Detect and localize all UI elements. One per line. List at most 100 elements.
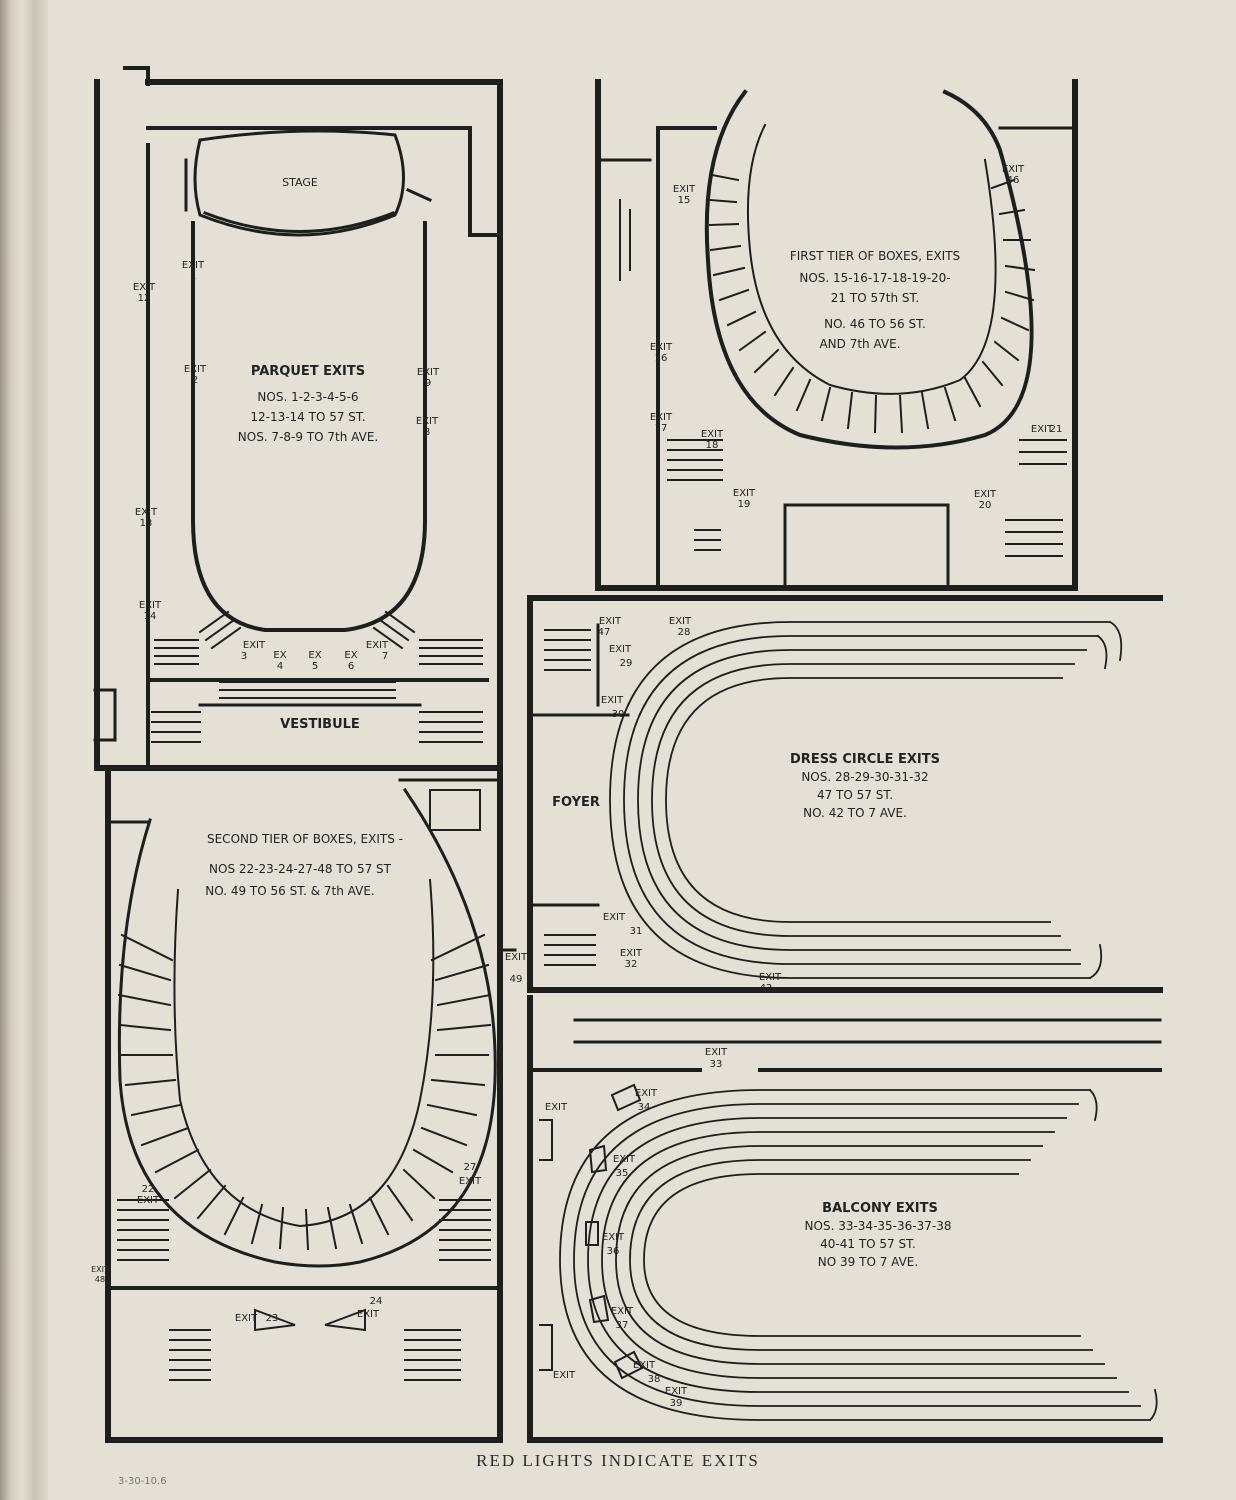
svg-text:EX: EX [344, 650, 357, 661]
svg-text:EXIT: EXIT [611, 1306, 634, 1317]
svg-text:EXIT: EXIT [553, 1370, 576, 1381]
dress-circle-title: DRESS CIRCLE EXITS [790, 752, 940, 767]
binding-edge [0, 0, 48, 1500]
dress-circle-plan [527, 595, 1163, 993]
svg-text:30: 30 [612, 709, 625, 720]
svg-text:EXIT: EXIT [416, 416, 439, 427]
svg-text:EXIT: EXIT [974, 489, 997, 500]
svg-text:13: 13 [140, 518, 153, 529]
svg-text:EXIT: EXIT [609, 644, 632, 655]
dress-circle-line-1: NOS. 28-29-30-31-32 [801, 770, 928, 784]
svg-text:7: 7 [382, 651, 388, 662]
svg-text:28: 28 [678, 627, 691, 638]
svg-text:21: 21 [1050, 424, 1063, 435]
exit-marker: EXIT [553, 1370, 576, 1381]
svg-text:9: 9 [425, 378, 431, 389]
second-tier-line-2: NO. 49 TO 56 ST. & 7th AVE. [205, 884, 374, 898]
pencil-note: 3-30-10.6 [118, 1476, 167, 1487]
svg-text:22: 22 [142, 1184, 155, 1195]
parquet-title: PARQUET EXITS [251, 364, 365, 379]
svg-text:EXIT: EXIT [235, 1313, 258, 1324]
svg-text:35: 35 [616, 1168, 629, 1179]
svg-text:1: 1 [190, 271, 196, 282]
svg-text:EXIT: EXIT [673, 184, 696, 195]
svg-text:5: 5 [312, 661, 318, 672]
exit-marker: EX4 [273, 650, 286, 672]
exit-marker: EX5 [308, 650, 321, 672]
svg-text:46: 46 [1007, 175, 1020, 186]
second-tier-title: SECOND TIER OF BOXES, EXITS - [207, 832, 403, 846]
svg-text:EXIT: EXIT [1031, 424, 1054, 435]
svg-text:EXIT: EXIT [243, 640, 266, 651]
second-tier-plan [105, 769, 517, 1443]
svg-text:EXIT: EXIT [505, 952, 528, 963]
svg-text:23: 23 [266, 1313, 279, 1324]
svg-text:EX: EX [308, 650, 321, 661]
svg-text:32: 32 [625, 959, 638, 970]
svg-text:20: 20 [979, 500, 992, 511]
svg-text:18: 18 [706, 440, 719, 451]
first-tier-line-2: 21 TO 57th ST. [831, 291, 919, 305]
exit-marker: EXIT 29 [609, 644, 632, 669]
svg-text:48: 48 [95, 1275, 105, 1284]
svg-text:EXIT: EXIT [366, 640, 389, 651]
foyer-label: FOYER [552, 795, 600, 810]
svg-text:EXIT: EXIT [705, 1047, 728, 1058]
first-tier-plan [595, 79, 1078, 591]
svg-text:31: 31 [630, 926, 643, 937]
svg-text:19: 19 [738, 499, 751, 510]
svg-text:24: 24 [370, 1296, 383, 1307]
svg-text:EXIT: EXIT [620, 948, 643, 959]
svg-text:EXIT: EXIT [602, 1232, 625, 1243]
svg-text:EXIT: EXIT [137, 1195, 160, 1206]
parquet-line-2: 12-13-14 TO 57 ST. [250, 410, 365, 424]
svg-text:27: 27 [464, 1162, 477, 1173]
svg-text:EXIT: EXIT [459, 1176, 482, 1187]
svg-text:16: 16 [655, 353, 668, 364]
svg-text:EX: EX [273, 650, 286, 661]
svg-text:EXIT: EXIT [650, 342, 673, 353]
first-tier-title: FIRST TIER OF BOXES, EXITS [790, 249, 960, 263]
svg-text:EXIT: EXIT [635, 1088, 658, 1099]
balcony-line-1: NOS. 33-34-35-36-37-38 [805, 1219, 952, 1233]
svg-text:EXIT: EXIT [633, 1360, 656, 1371]
first-tier-line-3: NO. 46 TO 56 ST. [824, 317, 926, 331]
balcony-line-2: 40-41 TO 57 ST. [820, 1237, 916, 1251]
footer-caption: RED LIGHTS INDICATE EXITS [476, 1451, 760, 1470]
svg-text:EXIT: EXIT [650, 412, 673, 423]
exit-marker: EXIT 23 [235, 1313, 278, 1324]
balcony-title: BALCONY EXITS [822, 1201, 938, 1216]
svg-text:EXIT: EXIT [182, 260, 205, 271]
svg-text:29: 29 [620, 658, 633, 669]
parquet-line-3: NOS. 7-8-9 TO 7th AVE. [238, 430, 378, 444]
svg-text:39: 39 [670, 1398, 683, 1409]
svg-text:EXIT: EXIT [133, 282, 156, 293]
exit-marker: EXIT 36 [602, 1232, 625, 1257]
svg-text:36: 36 [607, 1246, 620, 1257]
svg-text:38: 38 [648, 1374, 661, 1385]
svg-text:EXIT: EXIT [545, 1102, 568, 1113]
